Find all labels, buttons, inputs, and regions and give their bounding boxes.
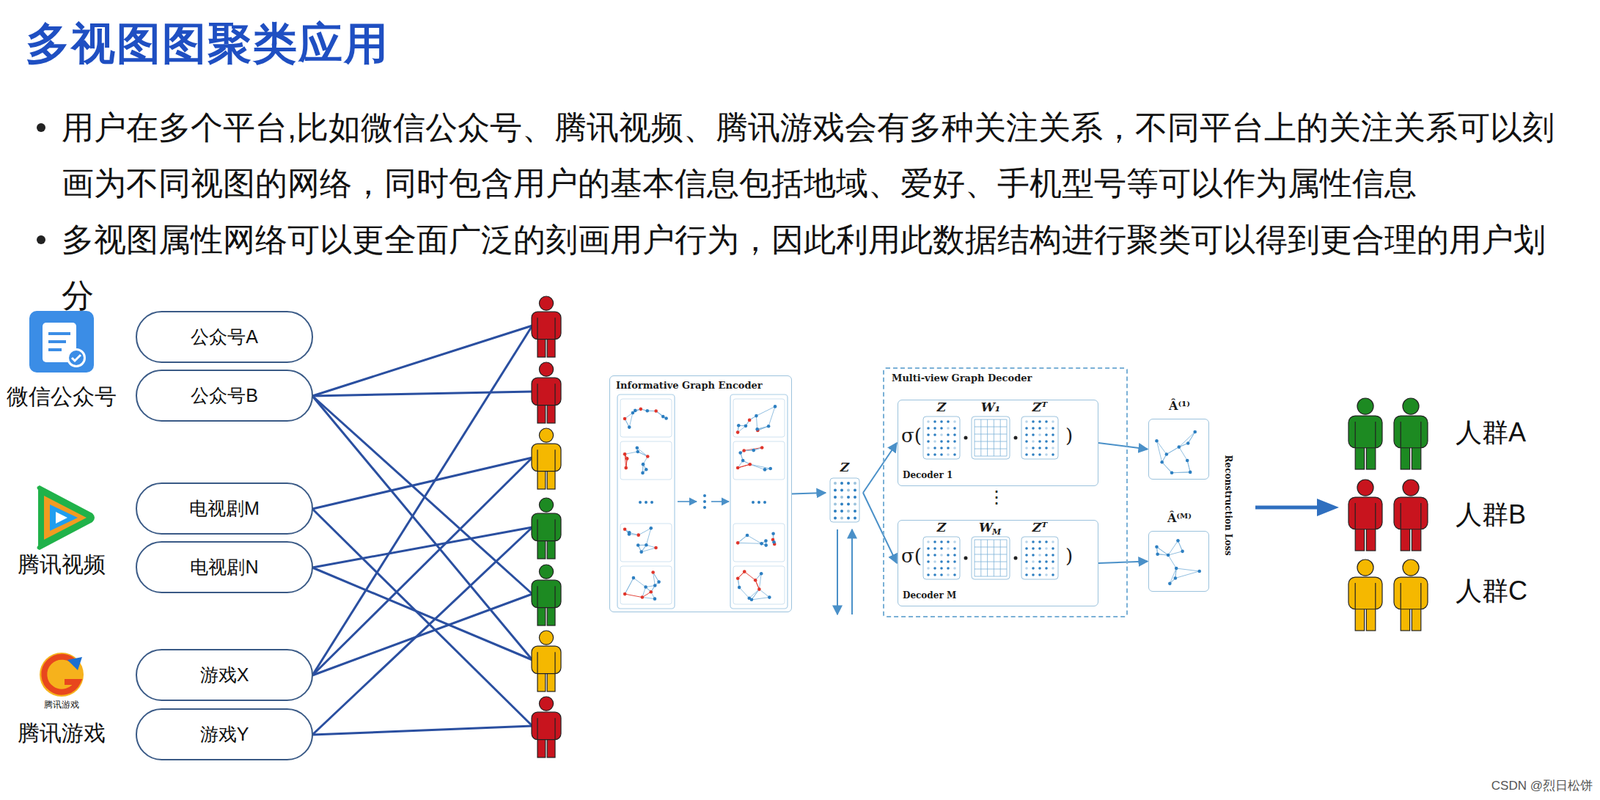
- node-text: Decoder M: [902, 591, 991, 602]
- tencent-game-icon: [39, 652, 84, 697]
- node-text: 游戏X: [200, 662, 250, 688]
- node-figure: [1149, 531, 1210, 593]
- node-text: Informative Graph Encoder: [615, 380, 787, 392]
- page-title: 多视图图聚类应用: [25, 17, 390, 71]
- node-text: Multi-view Graph Decoder: [891, 373, 1112, 385]
- group-label: 人群A: [1455, 416, 1559, 449]
- tencent-video-icon: [36, 485, 95, 550]
- node-text: W: [978, 520, 994, 536]
- platform-item-box: 电视剧N: [135, 541, 314, 594]
- person-icon: [531, 362, 561, 424]
- platform-item-box: 游戏Y: [135, 708, 314, 761]
- node-text: Â⁽¹⁾: [1149, 399, 1210, 413]
- person-icon: [531, 497, 561, 559]
- follow-wires: [312, 325, 533, 735]
- person-icon: [1348, 479, 1383, 551]
- person-icon: [1393, 559, 1428, 631]
- person-icon: [531, 696, 561, 758]
- node-text: Z: [923, 400, 960, 416]
- flow-arrow: [863, 492, 897, 564]
- node-text: Z: [923, 520, 960, 536]
- flow-arrow: [863, 442, 897, 493]
- platform-item-box: 公众号A: [135, 310, 314, 363]
- decoder-block: σ( Z W₁ Zᵀ) Decoder 1: [897, 399, 1099, 487]
- decoder-block: σ( Z WM Zᵀ) Decoder M: [897, 519, 1099, 607]
- embedding-matrix: Z: [826, 460, 864, 526]
- platform-item-box: 电视剧M: [135, 482, 314, 535]
- node-text: ): [1061, 545, 1078, 568]
- node-text: W₁: [971, 400, 1010, 416]
- platform-item-box: 公众号B: [135, 369, 314, 422]
- bullet-dot: [36, 235, 46, 245]
- node-text: Zᵀ: [1021, 520, 1059, 536]
- group-label: 人群B: [1455, 498, 1559, 531]
- reconstructed-graph: Â⁽ᴹ⁾: [1148, 530, 1210, 592]
- bullet-dot: [36, 123, 46, 132]
- encoder-panel: Informative Graph Encoder: [609, 375, 792, 613]
- platform-name: 腾讯游戏: [2, 720, 121, 747]
- person-icon: [531, 428, 561, 490]
- node-text: 公众号B: [190, 383, 259, 408]
- node-text: Zᵀ: [1021, 400, 1059, 416]
- node-text: Decoder 1: [902, 470, 991, 482]
- watermark: CSDN @烈日松饼: [1422, 778, 1593, 794]
- platform-name: 腾讯视频: [2, 551, 121, 578]
- flow-arrow: [1098, 442, 1148, 450]
- result-arrow: [1255, 498, 1339, 517]
- ellipsis: ⋮: [981, 486, 1012, 509]
- reconstructed-graph: Â⁽¹⁾: [1148, 418, 1210, 480]
- node-text: Z: [826, 460, 864, 476]
- node-text: M: [992, 527, 1004, 538]
- node-text: σ(: [899, 545, 924, 568]
- node-text: 游戏Y: [200, 722, 250, 747]
- node-text: 电视剧N: [189, 555, 259, 580]
- person-icon: [1393, 398, 1428, 470]
- bullet-text: 用户在多个平台,比如微信公众号、腾讯视频、腾讯游戏会有多种关注关系，不同平台上的…: [61, 99, 1573, 212]
- node-text: σ(: [899, 425, 924, 448]
- node-text: ): [1061, 425, 1078, 448]
- person-icon: [1348, 559, 1383, 631]
- node-text: 公众号A: [190, 324, 259, 350]
- wechat-icon: [29, 310, 94, 373]
- node-text: Â⁽ᴹ⁾: [1149, 511, 1210, 526]
- person-icon: [531, 630, 561, 692]
- group-label: 人群C: [1455, 574, 1559, 607]
- platform-name: 微信公众号: [2, 383, 121, 410]
- person-icon: [531, 564, 561, 626]
- person-icon: [1393, 479, 1428, 551]
- platform-item-box: 游戏X: [135, 648, 314, 702]
- bullet-text: 多视图属性网络可以更全面广泛的刻画用户行为，因此利用此数据结构进行聚类可以得到更…: [61, 211, 1573, 324]
- flow-arrow: [791, 492, 826, 495]
- person-icon: [1348, 398, 1383, 470]
- node-text: 电视剧M: [189, 496, 260, 521]
- flow-arrow: [1098, 561, 1148, 564]
- node-figure: [1149, 419, 1210, 481]
- encoder-graphs: [617, 394, 788, 609]
- person-icon: [531, 296, 561, 358]
- loss-label: Reconstruction Loss: [1223, 453, 1234, 557]
- icon-caption: 腾讯游戏: [32, 699, 91, 710]
